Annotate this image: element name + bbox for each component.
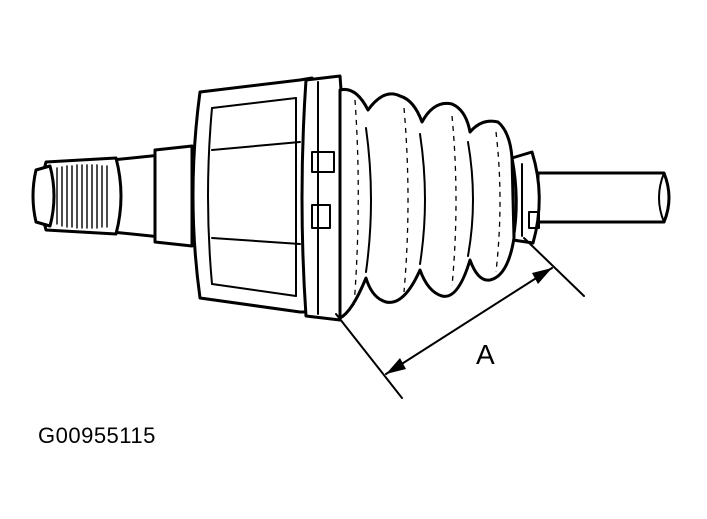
arrow-right-icon — [532, 268, 552, 284]
small-boot-clamp — [510, 150, 541, 245]
figure-id: G00955115 — [38, 423, 156, 448]
dimension-a: A — [335, 237, 585, 399]
shaft-splines — [56, 164, 108, 229]
dimension-label: A — [476, 339, 495, 370]
splined-stub-shaft — [31, 144, 194, 248]
axle-shaft — [536, 171, 671, 224]
arrow-left-icon — [386, 358, 406, 374]
extension-line-right — [523, 237, 585, 297]
extension-line-left — [335, 313, 403, 399]
joint-housing — [191, 76, 314, 314]
bellows-boot — [338, 87, 516, 320]
dimension-line — [385, 267, 553, 375]
